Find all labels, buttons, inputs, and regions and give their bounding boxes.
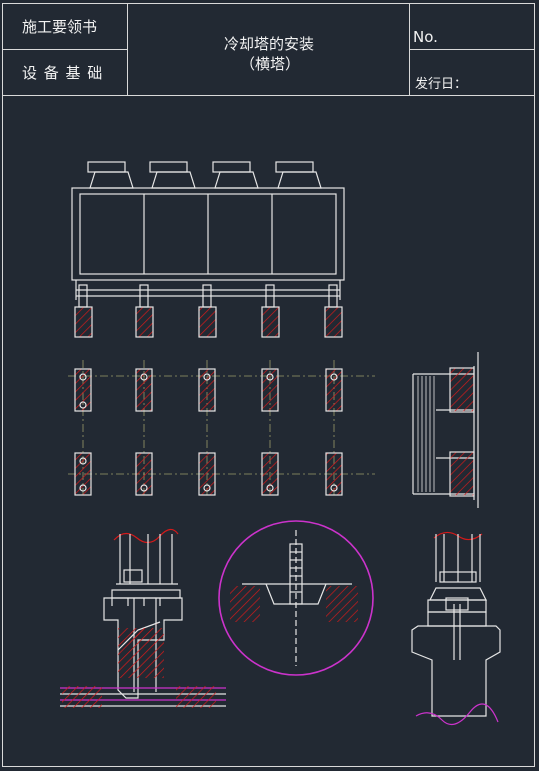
number-label: No. [413,28,438,46]
doc-type-label: 施工要领书 [22,18,98,36]
side-fill-lines [417,376,435,492]
plan-piers-row-1 [74,368,343,412]
pier-plan [68,360,375,496]
date-label: 发行日： [415,77,468,92]
elevation-piers [74,306,343,338]
section-detail-left [60,528,226,708]
section-detail-right [411,531,501,726]
title-block: 施工要领书 设 备 基 础 冷却塔的安装 （横塔） No. 发行日： [2,3,535,96]
tower-elevation [71,161,345,338]
detail-circle [218,520,374,676]
anchor-detail [218,520,374,676]
title-cell-date [409,49,535,96]
fan-units [87,161,322,189]
drawing-title: 冷却塔的安装 [224,35,315,53]
drawing-subtitle: （横塔） [240,55,301,73]
plan-piers-row-2 [74,452,343,496]
tower-casing [71,187,345,281]
category-label: 设 备 基 础 [22,64,104,82]
side-view [412,352,479,508]
